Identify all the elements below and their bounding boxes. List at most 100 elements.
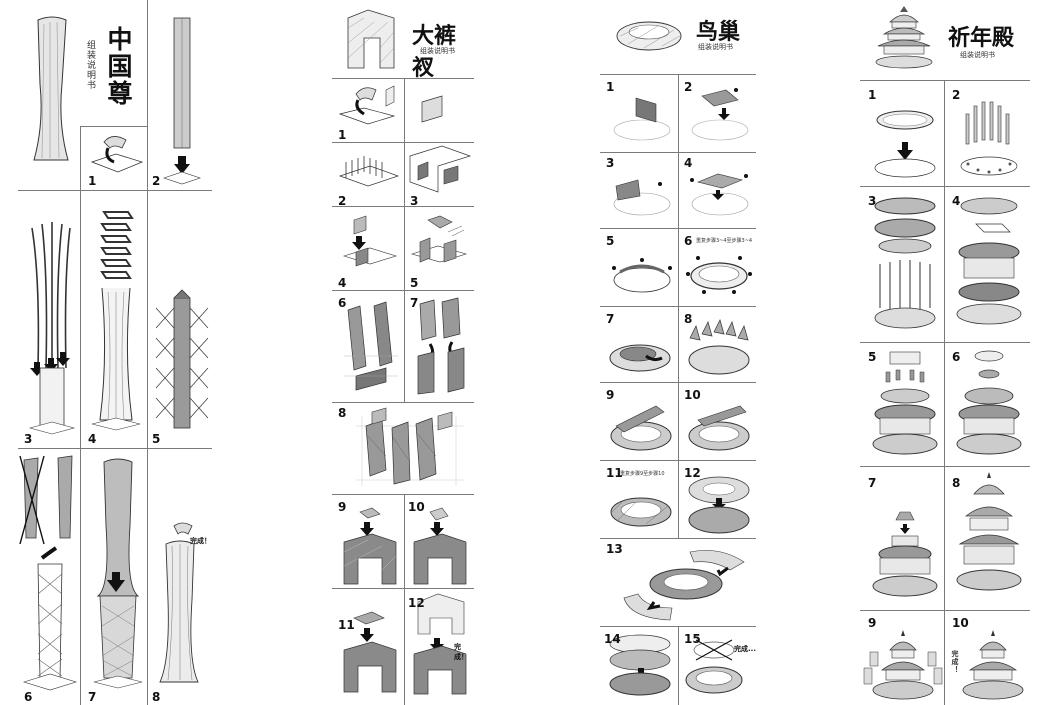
divider <box>404 494 405 705</box>
divider <box>18 448 212 449</box>
step-illustration <box>338 156 400 187</box>
step-number: 10 <box>408 500 425 514</box>
step-illustration <box>686 256 752 294</box>
step-number: 11 <box>338 618 355 632</box>
finish-note: 完成！ <box>454 643 468 661</box>
step-number: 11 <box>606 466 623 480</box>
step-note: 重复步骤3~4至步骤3~4 <box>696 238 753 244</box>
step-number: 8 <box>338 406 347 420</box>
divider <box>600 460 756 461</box>
panel-zhongguozun: 中国尊 组装说明书 1 2 3 4 <box>0 0 212 705</box>
divider <box>860 342 1030 343</box>
step-number: 7 <box>868 476 877 490</box>
step-number: 3 <box>24 432 33 446</box>
step-illustration <box>93 458 143 689</box>
step-number: 1 <box>868 88 877 102</box>
divider <box>860 186 1030 187</box>
step-number: 4 <box>338 276 347 290</box>
step-number: 8 <box>152 690 161 704</box>
step-illustration <box>413 507 467 585</box>
step-number: 3 <box>868 194 877 208</box>
panel-subtitle: 组装说明书 <box>85 40 95 90</box>
step-number: 6 <box>24 690 33 704</box>
step-illustration <box>874 110 936 178</box>
finish-note: 完成！ <box>951 650 959 674</box>
divider <box>404 78 405 402</box>
divider <box>944 80 945 705</box>
step-illustration <box>610 405 672 451</box>
step-illustration <box>155 289 209 429</box>
finish-note: 完成！ <box>190 537 211 545</box>
step-illustration <box>90 136 144 173</box>
step-illustration <box>343 507 397 585</box>
step-illustration <box>344 301 398 391</box>
step-illustration <box>613 97 671 141</box>
divider <box>332 206 474 207</box>
divider <box>332 494 474 495</box>
step-number: 15 <box>684 632 701 646</box>
step-number: 6 <box>952 350 961 364</box>
panel-title: 中国尊 <box>104 26 133 107</box>
step-illustration <box>872 351 938 455</box>
step-illustration <box>623 550 745 621</box>
panel-subtitle: 组装说明书 <box>698 43 733 51</box>
step-illustration <box>685 639 743 694</box>
step-illustration <box>610 497 672 527</box>
step-illustration <box>19 455 78 691</box>
step-number: 2 <box>684 80 693 94</box>
step-illustration <box>960 101 1018 176</box>
panel-title: 鸟巢 <box>696 20 741 45</box>
divider <box>80 126 81 190</box>
step-illustration <box>417 297 465 395</box>
step-illustration <box>691 88 749 141</box>
step-number: 8 <box>952 476 961 490</box>
step-number: 1 <box>88 174 97 188</box>
step-illustration <box>688 476 750 534</box>
cctv-illustration <box>347 9 395 69</box>
divider <box>332 78 474 79</box>
divider <box>600 306 756 307</box>
divider <box>332 402 474 403</box>
divider <box>80 190 81 448</box>
divider <box>678 626 679 705</box>
step-number: 3 <box>410 194 419 208</box>
step-number: 13 <box>606 542 623 556</box>
cross-out-icon <box>695 639 733 661</box>
divider <box>332 588 474 589</box>
step-illustration <box>413 593 467 695</box>
step-number: 4 <box>952 194 961 208</box>
step-number: 5 <box>410 276 419 290</box>
step-illustration <box>28 221 76 435</box>
step-illustration <box>163 17 201 185</box>
divider <box>600 152 756 153</box>
divider <box>860 80 1030 81</box>
step-number: 5 <box>868 350 877 364</box>
divider <box>18 190 212 191</box>
divider <box>80 448 81 705</box>
step-illustration <box>343 611 397 693</box>
step-illustration <box>410 215 468 263</box>
divider <box>332 290 474 291</box>
panel-title: 大裤衩 <box>412 24 457 81</box>
step-note: 重复步骤9至步骤10 <box>620 471 665 477</box>
step-illustration <box>338 85 396 125</box>
step-number: 12 <box>684 466 701 480</box>
divider <box>80 126 148 127</box>
step-number: 5 <box>606 234 615 248</box>
step-number: 4 <box>684 156 693 170</box>
finish-note: 完成... <box>734 645 756 653</box>
step-number: 2 <box>152 174 161 188</box>
step-illustration <box>690 173 749 216</box>
divider <box>600 228 756 229</box>
step-number: 6 <box>684 234 693 248</box>
step-number: 7 <box>88 690 97 704</box>
divider <box>600 538 756 539</box>
step-illustration <box>874 197 936 329</box>
panel-subtitle: 组装说明书 <box>420 47 455 55</box>
panel-subtitle: 组装说明书 <box>960 51 995 59</box>
step-number: 4 <box>88 432 97 446</box>
step-number: 8 <box>684 312 693 326</box>
step-illustration <box>609 634 671 696</box>
step-number: 5 <box>152 432 161 446</box>
step-illustration <box>688 405 750 451</box>
